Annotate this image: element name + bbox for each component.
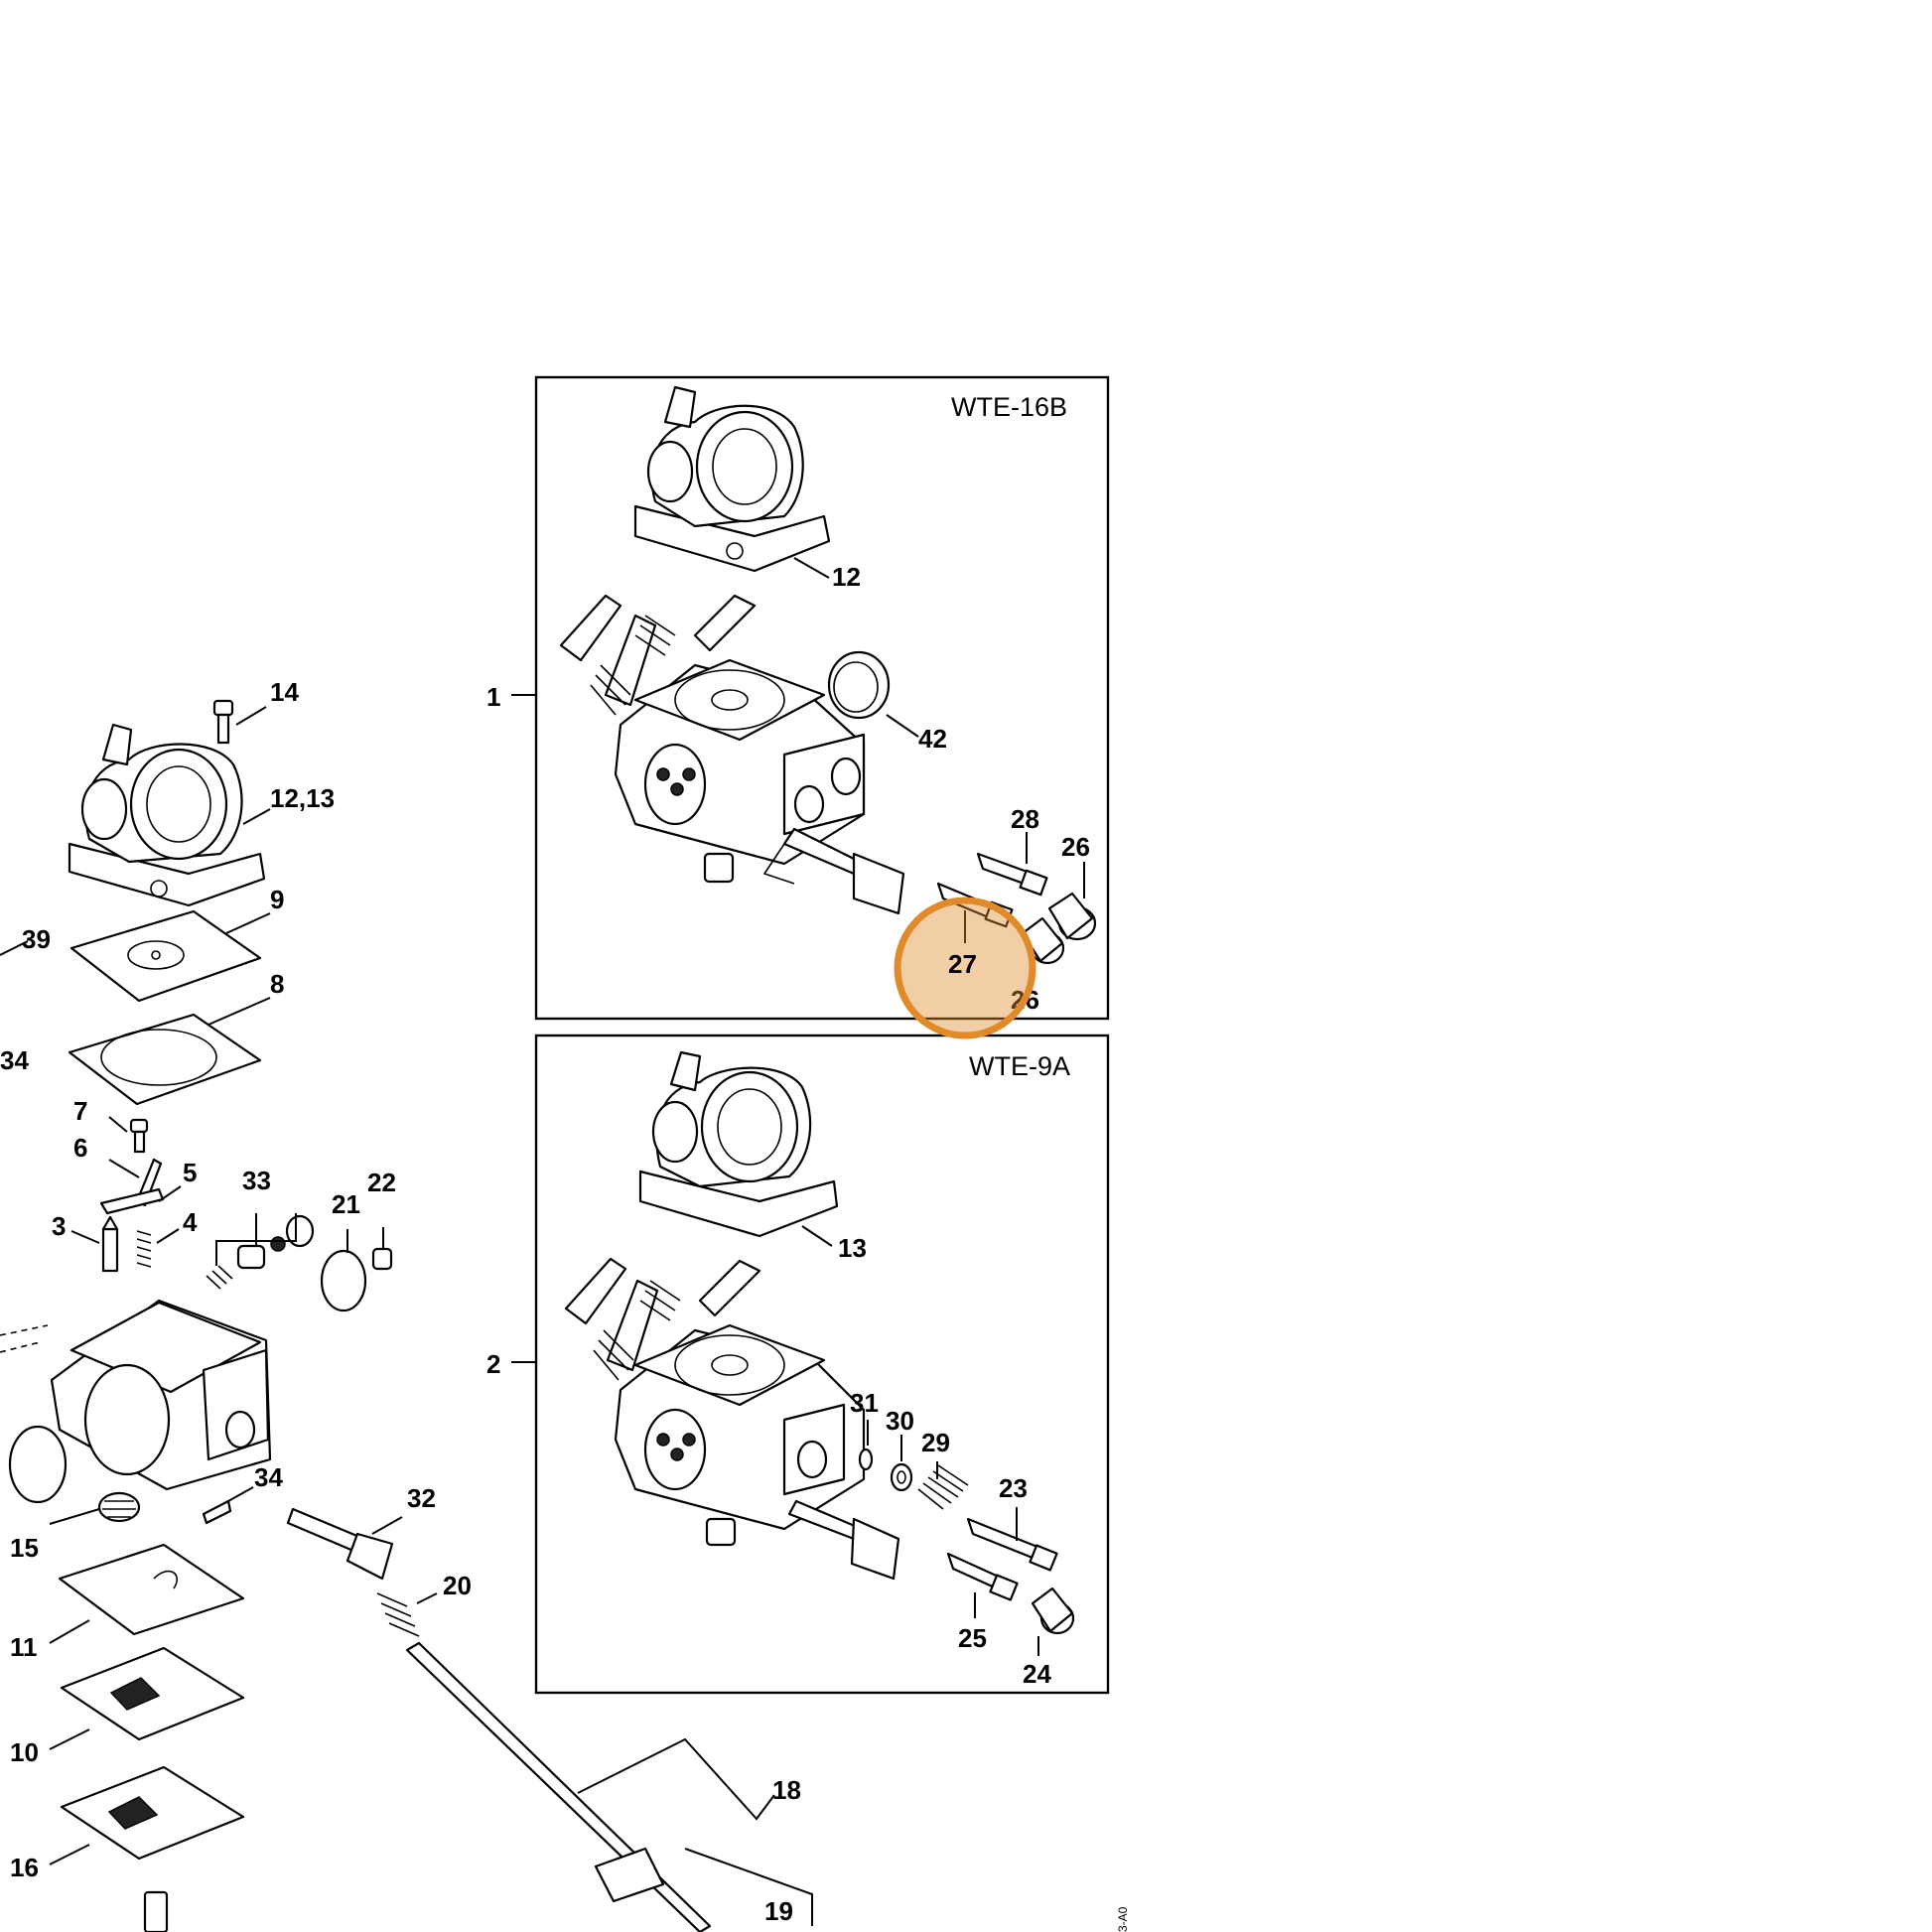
callout-14: 14	[270, 677, 299, 707]
part-9-diaphragm	[69, 909, 262, 1003]
callout-3: 3	[52, 1211, 66, 1241]
callout-32: 32	[407, 1483, 436, 1513]
part-32-throttle-shaft	[286, 1507, 394, 1581]
callout-12-box: 12	[832, 562, 861, 592]
callout-20: 20	[443, 1571, 472, 1600]
part-14-screw	[212, 699, 234, 745]
callout-23: 23	[999, 1473, 1028, 1503]
callout-2: 2	[486, 1349, 500, 1379]
drawing-code: 3-A0	[1116, 1906, 1130, 1932]
part-18-choke-shaft	[405, 1641, 712, 1932]
callout-42: 42	[918, 724, 947, 754]
callout-7: 7	[73, 1096, 87, 1126]
part-8-gasket	[68, 1013, 262, 1106]
wte-9a-label: WTE-9A	[969, 1051, 1070, 1081]
callout-25: 25	[958, 1623, 987, 1653]
part-11-gasket	[58, 1543, 245, 1636]
part-4-spring	[136, 1230, 152, 1268]
callout-5: 5	[183, 1158, 197, 1187]
part-throttle-assembly-16b	[762, 827, 905, 915]
callout-29: 29	[921, 1428, 950, 1457]
part-30-washer	[890, 1462, 913, 1492]
callout-13-box: 13	[838, 1233, 867, 1263]
part-42-ring	[827, 650, 891, 720]
callout-28: 28	[1011, 804, 1039, 834]
callout-31: 31	[850, 1388, 879, 1418]
part-24-limiter-cap	[1031, 1587, 1075, 1635]
part-disc-left	[8, 1425, 68, 1504]
part-31-o-ring	[858, 1448, 874, 1471]
wte-16b-label: WTE-16B	[951, 392, 1067, 422]
part-16-screw	[143, 1890, 169, 1932]
part-main-carb-body-left	[0, 1299, 272, 1491]
callout-21: 21	[332, 1189, 360, 1219]
callout-15: 15	[10, 1533, 39, 1563]
part-2-carburetor	[564, 1257, 866, 1547]
part-25-adjusting-screw	[946, 1552, 1019, 1601]
part-22-screw	[371, 1247, 393, 1271]
callout-19: 19	[764, 1896, 793, 1926]
part-29-spring	[917, 1464, 969, 1510]
wte-9a-frame	[534, 1034, 1110, 1695]
part-26-limiter-cap-a	[1047, 892, 1097, 941]
part-10-diaphragm	[60, 1646, 245, 1741]
callout-11: 11	[10, 1632, 38, 1662]
part-28-adjusting-screw	[976, 852, 1048, 897]
wte-16b-frame	[534, 375, 1110, 1021]
part-21-disc	[320, 1249, 367, 1312]
part-7-screw	[129, 1118, 149, 1154]
callout-24: 24	[1023, 1659, 1051, 1689]
callout-4: 4	[183, 1207, 198, 1237]
part-26-limiter-cap-b	[1021, 916, 1065, 965]
callout-34-a: 34	[0, 1045, 29, 1075]
part-throttle-assembly-9a	[787, 1499, 900, 1581]
callout-22: 22	[367, 1168, 396, 1197]
part-15-screen	[97, 1491, 141, 1523]
part-13-cover	[638, 1050, 839, 1238]
callout-9: 9	[270, 885, 284, 914]
part-16-cover	[60, 1765, 245, 1861]
callout-34-b: 34	[254, 1462, 283, 1492]
callout-27: 27	[948, 949, 977, 979]
callout-1: 1	[486, 682, 500, 712]
callout-10: 10	[10, 1737, 39, 1767]
callout-30: 30	[886, 1406, 914, 1436]
callout-18: 18	[772, 1775, 801, 1805]
part-3-inlet-needle	[101, 1215, 119, 1273]
callout-6: 6	[73, 1133, 87, 1163]
part-5-lever	[99, 1187, 165, 1215]
part-12-13-cover	[68, 723, 266, 907]
highlight-marker[interactable]	[894, 897, 1036, 1039]
callout-26-a: 26	[1061, 832, 1090, 862]
callout-12-13: 12,13	[270, 783, 335, 813]
part-23-adjusting-screw	[966, 1517, 1058, 1572]
callout-8: 8	[270, 969, 284, 999]
part-12-cover	[633, 385, 831, 573]
part-20-spring	[376, 1592, 420, 1637]
callout-33: 33	[242, 1166, 271, 1195]
part-34-clip	[202, 1499, 232, 1525]
callout-39: 39	[22, 924, 51, 954]
part-1-carburetor	[559, 594, 866, 884]
callout-16: 16	[10, 1853, 39, 1882]
